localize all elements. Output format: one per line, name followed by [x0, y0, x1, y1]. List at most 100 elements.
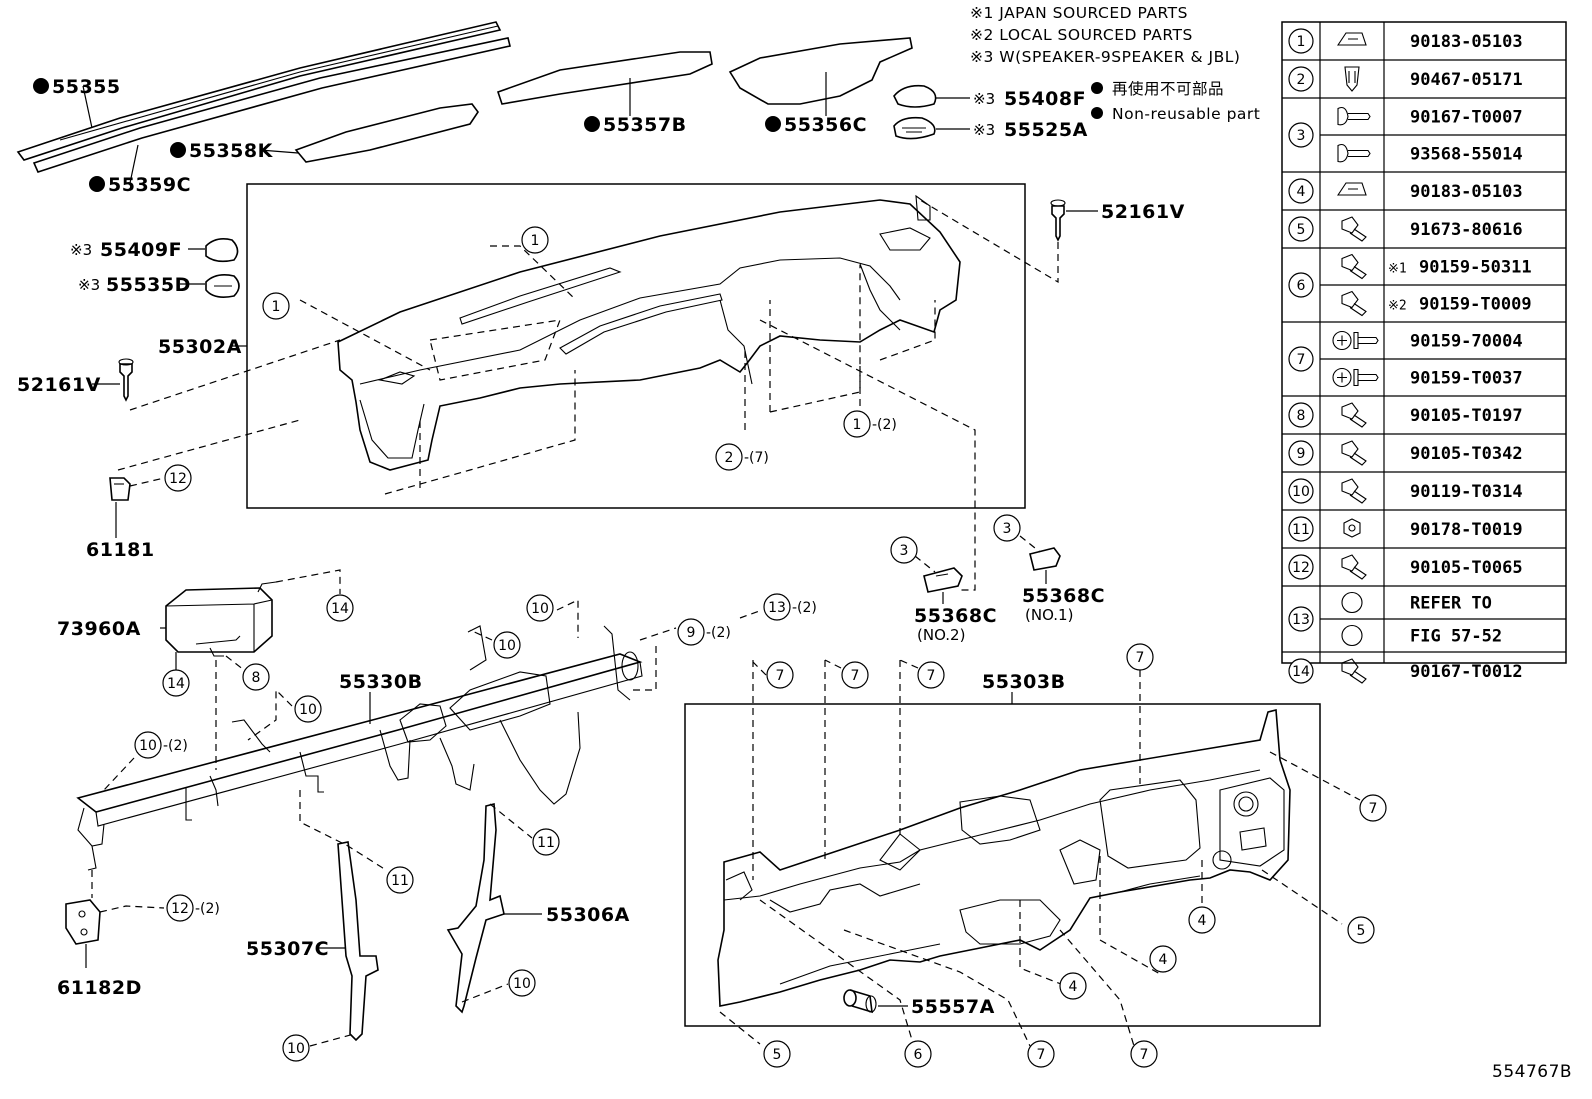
figure-id: 554767B: [1492, 1062, 1572, 1082]
row-ref: 7: [1297, 352, 1306, 368]
callout-10-e: 10: [508, 969, 536, 997]
part-55535D-grille: [205, 274, 240, 298]
part-number: 90159-T0037: [1410, 369, 1523, 389]
row-ref: 8: [1297, 408, 1306, 424]
fastener-icon: [1341, 216, 1367, 242]
callout-7-a: 7: [766, 661, 794, 689]
fastener-icon: [1341, 658, 1367, 684]
callout-10-b: 10: [493, 631, 521, 659]
callout-7-g: 7: [1130, 1040, 1158, 1068]
label-55359C: 55359C: [108, 174, 191, 196]
callout-6: 6: [904, 1040, 932, 1068]
callout-1-top: 1: [521, 226, 549, 254]
row-ref-circle: [1288, 402, 1314, 428]
svg-text:4: 4: [1159, 952, 1168, 968]
part-number: REFER TO: [1410, 594, 1492, 614]
part-55525A-grille: [893, 116, 936, 140]
row-ref-circle: [1288, 178, 1314, 204]
fastener-icon: [1332, 367, 1379, 388]
part-number: 90119-T0314: [1410, 482, 1523, 502]
svg-text:1: 1: [272, 299, 281, 315]
label-73960A: 73960A: [57, 618, 141, 640]
part-55307C-brace: [337, 841, 379, 1042]
part-number: ※1 90159-50311: [1388, 258, 1532, 278]
callout-4-b: 4: [1149, 945, 1177, 973]
row-ref: 12: [1292, 560, 1310, 576]
callout-7-f: 7: [1027, 1040, 1055, 1068]
fastener-icon: [1332, 330, 1379, 351]
callout-10-c: 10: [294, 695, 322, 723]
bullet-icon: [1091, 107, 1103, 119]
svg-text:10: 10: [287, 1041, 305, 1057]
clip-52161V-right: [1050, 199, 1066, 242]
part-61182D-bracket: [65, 899, 101, 945]
label-55368C-no1-sub: (NO.1): [1025, 606, 1073, 624]
svg-text:1: 1: [531, 233, 540, 249]
svg-text:14: 14: [331, 601, 349, 617]
callout-2-qty7: 2 -(7): [715, 443, 769, 471]
part-number: 90467-05171: [1410, 70, 1523, 90]
part-55306A-brace: [446, 802, 505, 1014]
label-55355: 55355: [52, 76, 121, 98]
part-73960A-airbag: [165, 581, 277, 657]
table-row: 2 90467-05171: [1282, 66, 1566, 99]
row-ref: 14: [1292, 664, 1310, 680]
label-55356C: 55356C: [784, 114, 867, 136]
svg-text:-(2): -(2): [163, 738, 188, 754]
box-panel-55302A: [246, 183, 1026, 509]
part-number: 90105-T0065: [1410, 558, 1523, 578]
note-speaker-option: ※3 W(SPEAKER-9SPEAKER & JBL): [970, 48, 1240, 66]
fastener-icon: [1336, 182, 1367, 196]
part-number: 90105-T0197: [1410, 406, 1523, 426]
svg-text:-(2): -(2): [872, 417, 897, 433]
svg-text:11: 11: [537, 835, 555, 851]
fastener-icon: [1341, 624, 1363, 647]
part-number: 90183-05103: [1410, 182, 1523, 202]
parts-table: [1281, 21, 1567, 664]
notes-legend: ※1 JAPAN SOURCED PARTS ※2 LOCAL SOURCED …: [970, 4, 1260, 123]
part-61181-bracket: [109, 477, 131, 501]
svg-text:9: 9: [687, 625, 696, 641]
bullet-icon: [170, 142, 186, 158]
svg-text:8: 8: [252, 670, 261, 686]
svg-text:7: 7: [1369, 801, 1378, 817]
svg-text:7: 7: [851, 668, 860, 684]
note-local-sourced: ※2 LOCAL SOURCED PARTS: [970, 26, 1193, 44]
label-55368C-no2-sub: (NO.2): [917, 626, 965, 644]
svg-text:1: 1: [853, 417, 862, 433]
callout-7-b: 7: [841, 661, 869, 689]
callout-4-c: 4: [1059, 972, 1087, 1000]
label-52161V-right: 52161V: [1101, 201, 1185, 223]
row-ref: 1: [1297, 34, 1306, 50]
fastener-icon: [1337, 106, 1371, 126]
note-nonreusable-jp: 再使用不可部品: [1112, 80, 1224, 98]
bullet-icon: [33, 78, 49, 94]
row-ref: 2: [1297, 72, 1306, 88]
row-ref: 11: [1292, 522, 1310, 538]
callout-7-d: 7: [1126, 643, 1154, 671]
label-55535D: 55535D: [106, 274, 191, 296]
svg-text:4: 4: [1198, 913, 1207, 929]
row-ref-circle: [1288, 516, 1314, 542]
part-55302A-instrument-panel: [337, 194, 961, 471]
svg-text:10: 10: [299, 702, 317, 718]
label-55330B: 55330B: [339, 671, 423, 693]
row-ref: 10: [1292, 484, 1310, 500]
svg-text:11: 11: [391, 873, 409, 889]
svg-text:-(2): -(2): [195, 901, 220, 917]
row-ref: 4: [1297, 184, 1306, 200]
part-55330B-reinforcement: [76, 625, 643, 871]
svg-text:10: 10: [531, 601, 549, 617]
callout-11-b: 11: [532, 828, 560, 856]
row-ref-circle: [1288, 478, 1314, 504]
fastener-icon: [1341, 591, 1363, 614]
part-number: FIG 57-52: [1410, 627, 1502, 647]
part-number: 93568-55014: [1410, 145, 1523, 165]
